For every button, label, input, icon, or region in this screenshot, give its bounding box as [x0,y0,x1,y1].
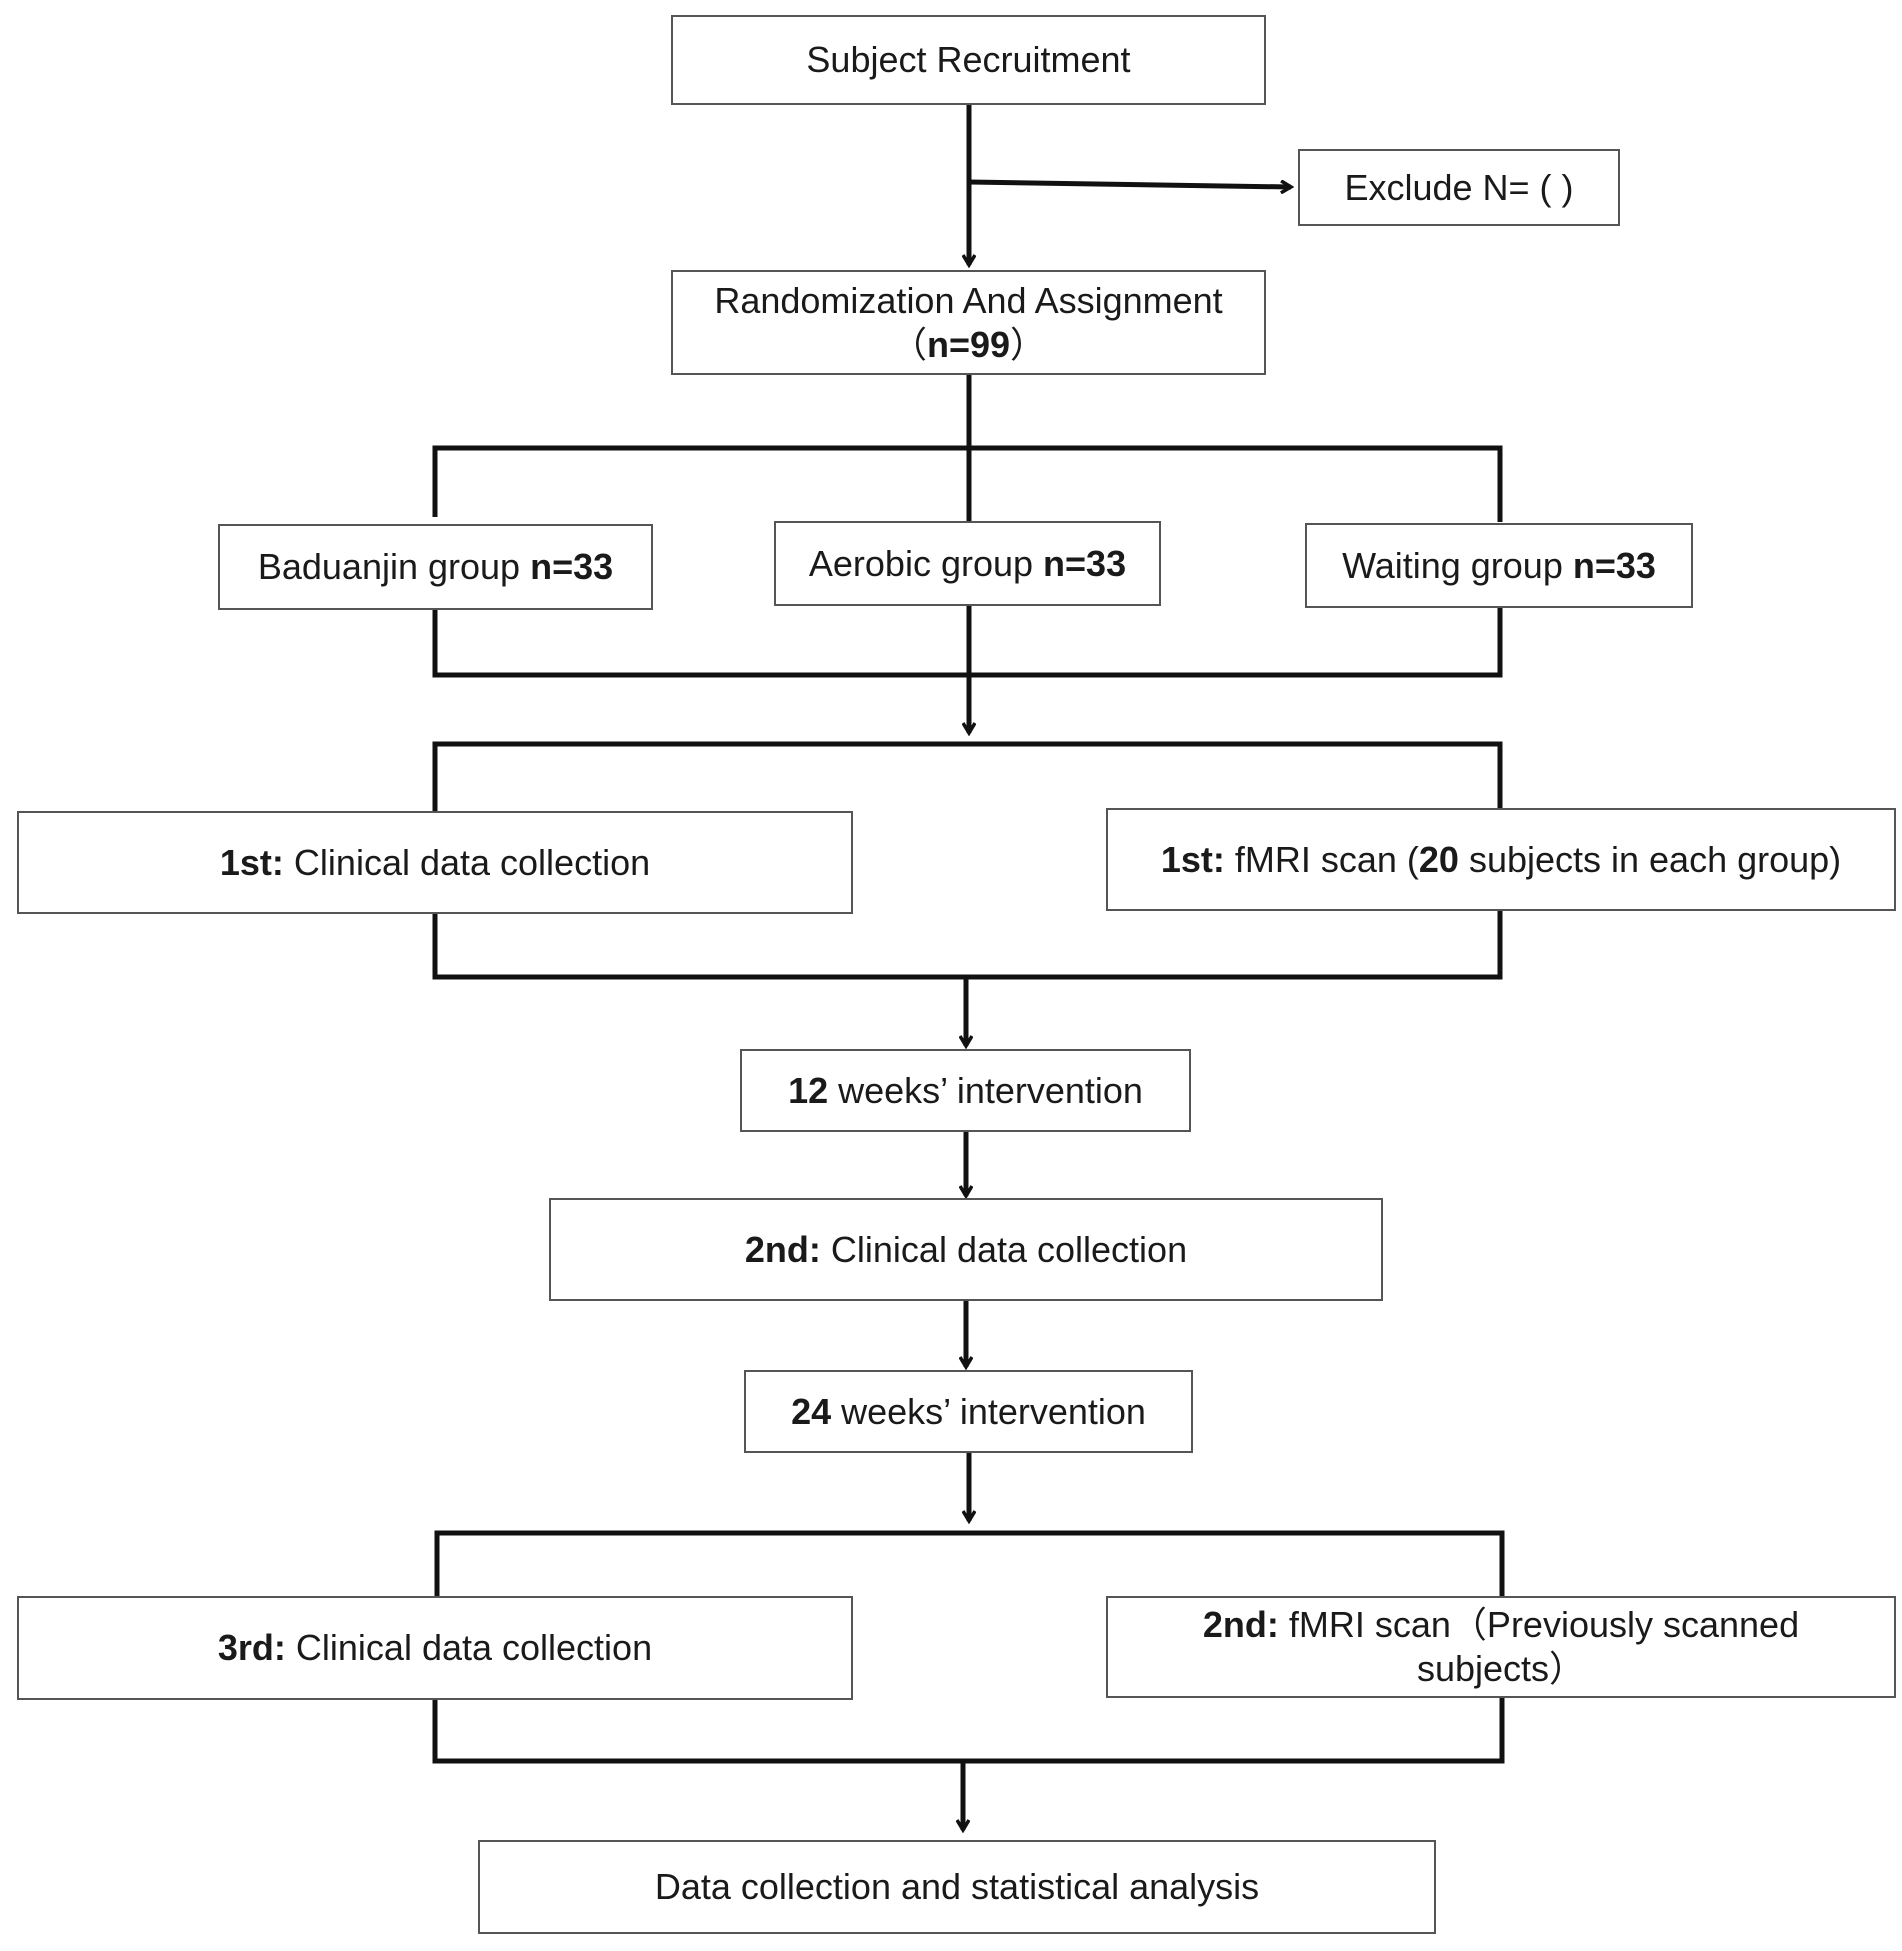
first-fmri-text: 1st: fMRI scan (20 subjects in each grou… [1160,838,1842,880]
second-fmri-box: 2nd: fMRI scan（Previously scanned subjec… [1106,1596,1896,1698]
first-clinical-label: 1st: [219,841,284,883]
baduanjin-group-box: Baduanjin group n=33 [218,524,653,610]
first-fmri-label: 1st: [1160,838,1225,880]
second-fmri-line2: subjects） [1416,1648,1586,1689]
exclude-text: Exclude N= ( ) [1344,166,1574,208]
exclude-box: Exclude N= ( ) [1298,149,1620,226]
randomization-count: （n=99） [890,323,1047,365]
twelve-week-number: 12 [788,1069,829,1111]
waiting-group-count: n=33 [1572,544,1656,586]
second-fmri-line1: 2nd: fMRI scan（Previously scanned [1202,1604,1800,1646]
first-fmri-box: 1st: fMRI scan (20 subjects in each grou… [1106,808,1896,911]
final-analysis-text: Data collection and statistical analysis [654,1866,1260,1908]
waiting-group-box: Waiting group n=33 [1305,523,1693,608]
second-clinical-box: 2nd: Clinical data collection [549,1198,1383,1301]
second-clinical-text: 2nd: Clinical data collection [744,1228,1188,1270]
second-fmri-label: 2nd: [1202,1604,1279,1646]
second-clinical-label: 2nd: [744,1228,821,1270]
randomization-count-value: n=99 [926,323,1011,365]
bracket-third-top [434,1530,1505,1597]
aerobic-group-box: Aerobic group n=33 [774,521,1161,606]
bracket-groups-top [432,445,1503,522]
bracket-first-top [432,741,1503,812]
bracket-first-bottom [432,910,1503,980]
aerobic-group-label: Aerobic group n=33 [808,542,1127,584]
waiting-group-label: Waiting group n=33 [1342,544,1656,586]
baduanjin-group-count: n=33 [530,546,614,588]
arrow-to-exclude [968,179,1291,187]
third-clinical-label: 3rd: [217,1627,286,1669]
subject-recruitment-box: Subject Recruitment [671,15,1266,105]
randomization-title: Randomization And Assignment [714,279,1223,321]
first-clinical-text: 1st: Clinical data collection [219,841,651,883]
twenty-four-week-intervention-text: 24 weeks’ intervention [791,1390,1146,1432]
baduanjin-group-label: Baduanjin group n=33 [257,546,614,588]
twenty-four-week-intervention-box: 24 weeks’ intervention [744,1370,1193,1453]
bracket-third-bottom [432,1696,1505,1764]
first-fmri-number: 20 [1418,838,1459,880]
subject-recruitment-text: Subject Recruitment [806,39,1131,81]
twelve-week-intervention-box: 12 weeks’ intervention [740,1049,1191,1132]
final-analysis-box: Data collection and statistical analysis [478,1840,1436,1934]
first-clinical-box: 1st: Clinical data collection [17,811,853,914]
twenty-four-week-number: 24 [791,1390,832,1432]
randomization-box: Randomization And Assignment （n=99） [671,270,1266,375]
third-clinical-box: 3rd: Clinical data collection [17,1596,853,1700]
twelve-week-intervention-text: 12 weeks’ intervention [788,1069,1143,1111]
third-clinical-text: 3rd: Clinical data collection [217,1627,653,1669]
aerobic-group-count: n=33 [1043,542,1127,584]
